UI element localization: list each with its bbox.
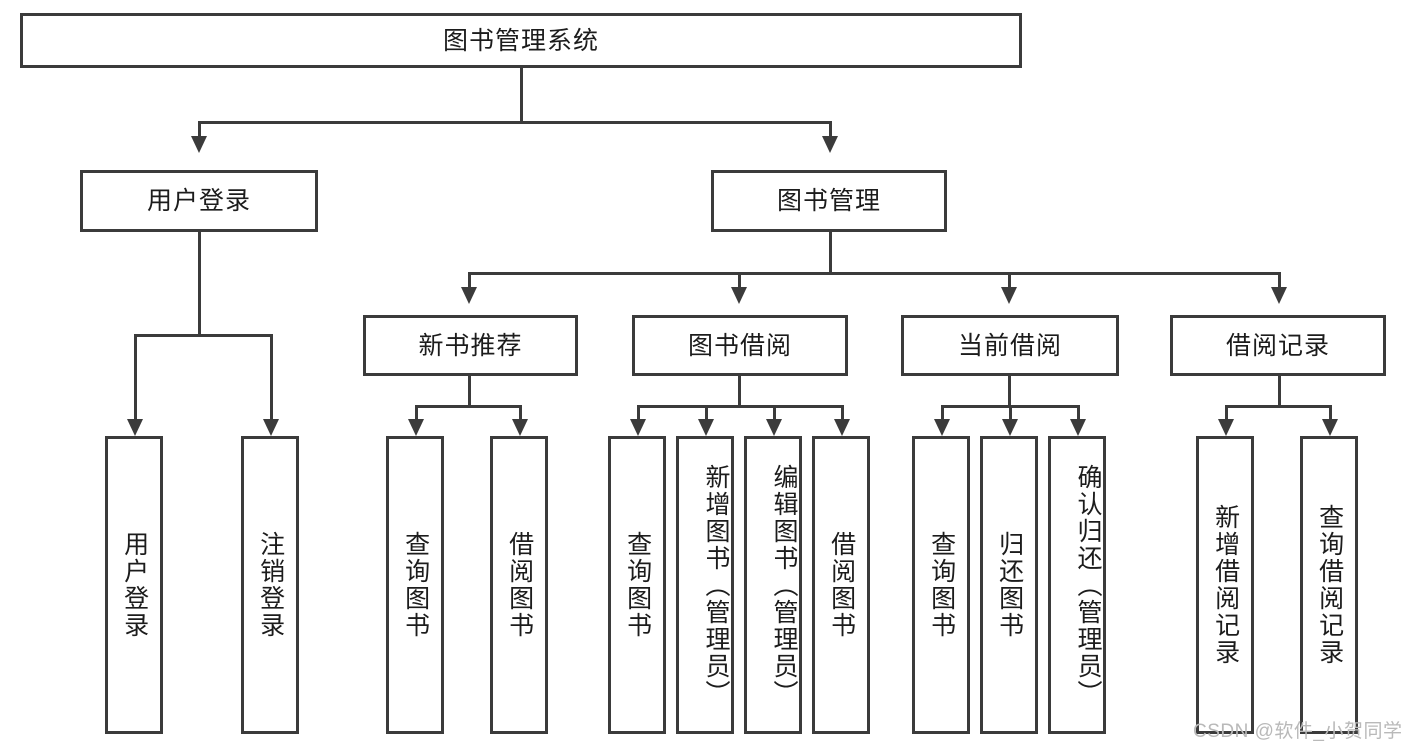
edge-book-borrow-to-leaf-2 — [705, 405, 708, 421]
edge-root-to-user-login — [198, 121, 201, 148]
leaf-borrow-records-add[interactable]: 新增借阅记录 — [1196, 436, 1254, 734]
edge-root-stem — [520, 68, 523, 121]
node-label: 借阅记录 — [1225, 331, 1330, 360]
edge-new-book-to-leaf-2 — [519, 405, 522, 421]
edge-book-manage-to-records — [1278, 272, 1281, 299]
leaf-user-login-logout[interactable]: 注销登录 — [241, 436, 299, 734]
edge-user-login-to-leaf-1 — [134, 334, 137, 421]
node-label: 用户登录 — [120, 531, 149, 639]
node-label: 归还图书 — [995, 531, 1024, 639]
edge-borrow-records-stem — [1278, 376, 1281, 405]
edge-root-bus — [198, 121, 832, 124]
leaf-book-borrow-borrow[interactable]: 借阅图书 — [812, 436, 870, 734]
arrowhead-current-borrow-to-leaf-2 — [1002, 419, 1018, 436]
edge-book-borrow-to-leaf-3 — [773, 405, 776, 421]
node-label: 编辑图书（管理员） — [770, 463, 798, 707]
node-label: 查询图书 — [623, 531, 652, 639]
arrowhead-current-borrow-to-leaf-1 — [934, 419, 950, 436]
node-label: 查询借阅记录 — [1315, 504, 1344, 666]
leaf-new-book-borrow[interactable]: 借阅图书 — [490, 436, 548, 734]
edge-new-book-bus — [415, 405, 522, 408]
edge-book-manage-to-new-book — [468, 272, 471, 299]
edge-borrow-records-to-leaf-2 — [1329, 405, 1332, 421]
node-book-management[interactable]: 图书管理 — [711, 170, 947, 232]
edge-book-borrow-to-leaf-4 — [841, 405, 844, 421]
arrowhead-new-book-to-leaf-1 — [408, 419, 424, 436]
leaf-new-book-query[interactable]: 查询图书 — [386, 436, 444, 734]
edge-book-borrow-stem — [738, 376, 741, 405]
node-label: 图书管理 — [776, 187, 881, 215]
node-label: 借阅图书 — [827, 531, 856, 639]
edge-user-login-stem — [198, 232, 201, 334]
node-label: 当前借阅 — [957, 331, 1062, 360]
leaf-current-borrow-confirm-return[interactable]: 确认归还（管理员） — [1048, 436, 1106, 734]
leaf-user-login-login[interactable]: 用户登录 — [105, 436, 163, 734]
leaf-current-borrow-query[interactable]: 查询图书 — [912, 436, 970, 734]
edge-new-book-to-leaf-1 — [415, 405, 418, 421]
arrowhead-book-borrow-to-leaf-4 — [834, 419, 850, 436]
node-label: 借阅图书 — [505, 531, 534, 639]
arrowhead-current-borrow-to-leaf-3 — [1070, 419, 1086, 436]
arrowhead-borrow-records-to-leaf-1 — [1218, 419, 1234, 436]
node-label: 图书管理系统 — [442, 26, 599, 55]
arrowhead-root-to-user-login — [191, 136, 207, 153]
edge-borrow-records-bus — [1225, 405, 1332, 408]
node-label: 确认归还（管理员） — [1074, 463, 1102, 707]
edge-book-manage-to-borrow — [738, 272, 741, 299]
arrowhead-user-login-to-leaf-2 — [263, 419, 279, 436]
edge-book-manage-stem — [829, 232, 832, 272]
leaf-book-borrow-add[interactable]: 新增图书（管理员） — [676, 436, 734, 734]
arrowhead-book-borrow-to-leaf-3 — [766, 419, 782, 436]
edge-current-borrow-to-leaf-2 — [1009, 405, 1012, 421]
node-label: 新增借阅记录 — [1211, 504, 1240, 666]
node-label: 用户登录 — [146, 187, 251, 215]
arrowhead-root-to-book-manage — [822, 136, 838, 153]
edge-book-borrow-to-leaf-1 — [637, 405, 640, 421]
edge-book-manage-bus — [468, 272, 1281, 275]
node-book-borrow[interactable]: 图书借阅 — [632, 315, 848, 376]
edge-book-manage-to-current — [1008, 272, 1011, 299]
arrowhead-book-borrow-to-leaf-1 — [630, 419, 646, 436]
arrowhead-borrow-records-to-leaf-2 — [1322, 419, 1338, 436]
edge-current-borrow-to-leaf-1 — [941, 405, 944, 421]
edge-user-login-bus — [134, 334, 270, 337]
leaf-current-borrow-return[interactable]: 归还图书 — [980, 436, 1038, 734]
arrowhead-book-borrow-to-leaf-2 — [698, 419, 714, 436]
node-borrow-records[interactable]: 借阅记录 — [1170, 315, 1386, 376]
node-user-login[interactable]: 用户登录 — [80, 170, 318, 232]
node-label: 新增图书（管理员） — [702, 463, 730, 707]
node-new-book-recommend[interactable]: 新书推荐 — [363, 315, 578, 376]
node-label: 新书推荐 — [418, 331, 523, 360]
node-label: 查询图书 — [927, 531, 956, 639]
arrowhead-new-book-to-leaf-2 — [512, 419, 528, 436]
leaf-book-borrow-query[interactable]: 查询图书 — [608, 436, 666, 734]
node-label: 查询图书 — [401, 531, 430, 639]
leaf-borrow-records-query[interactable]: 查询借阅记录 — [1300, 436, 1358, 734]
edge-root-to-book-manage — [829, 121, 832, 148]
edge-user-login-to-leaf-2 — [270, 334, 273, 421]
csdn-watermark: CSDN @软件_小贺同学 — [1193, 721, 1403, 742]
arrowhead-book-manage-to-current — [1001, 287, 1017, 304]
node-root-system[interactable]: 图书管理系统 — [20, 13, 1022, 68]
arrowhead-user-login-to-leaf-1 — [127, 419, 143, 436]
arrowhead-book-manage-to-new-book — [461, 287, 477, 304]
edge-current-borrow-stem — [1008, 376, 1011, 405]
node-label: 注销登录 — [256, 531, 285, 639]
arrowhead-book-manage-to-records — [1271, 287, 1287, 304]
edge-borrow-records-to-leaf-1 — [1225, 405, 1228, 421]
node-current-borrow[interactable]: 当前借阅 — [901, 315, 1119, 376]
edge-book-borrow-bus — [637, 405, 844, 408]
node-label: 图书借阅 — [687, 331, 792, 360]
arrowhead-book-manage-to-borrow — [731, 287, 747, 304]
edge-current-borrow-to-leaf-3 — [1077, 405, 1080, 421]
edge-new-book-stem — [468, 376, 471, 405]
leaf-book-borrow-edit[interactable]: 编辑图书（管理员） — [744, 436, 802, 734]
